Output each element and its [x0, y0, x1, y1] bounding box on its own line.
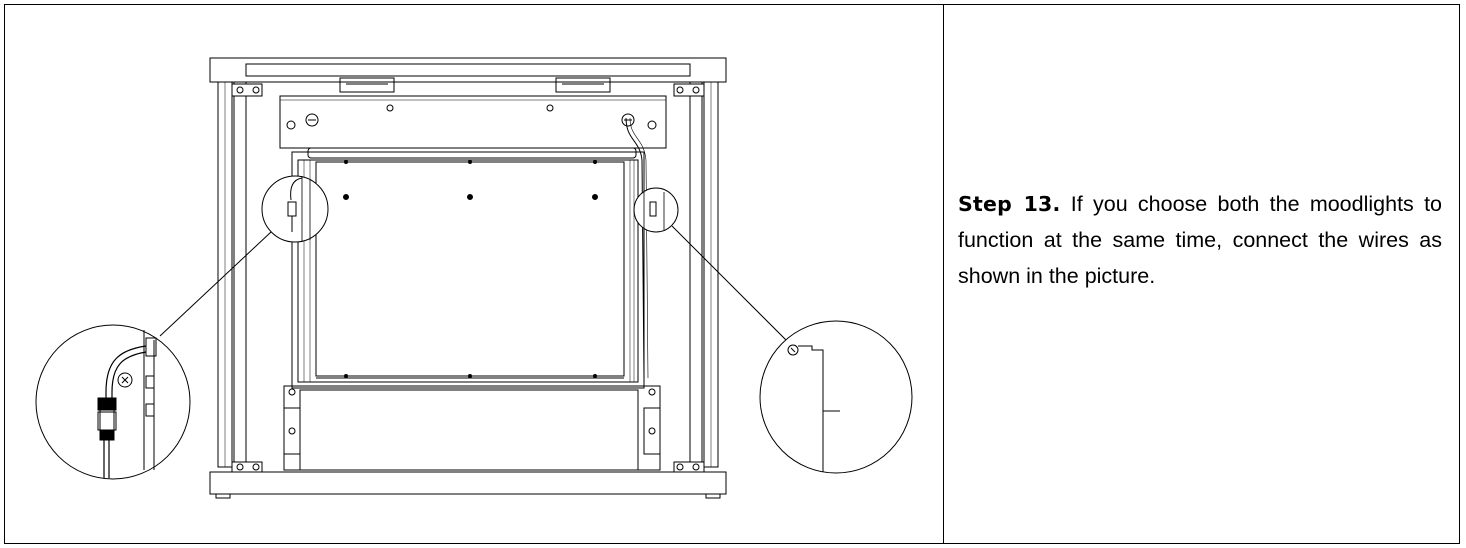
- right-side-post: [673, 81, 719, 473]
- step-instruction: Step 13. If you choose both the moodligh…: [958, 186, 1442, 294]
- left-callout-circle: [261, 175, 329, 243]
- instruction-table: [4, 4, 1460, 544]
- firebox-top-rail: [307, 147, 637, 159]
- right-callout-circle: [633, 187, 679, 233]
- bottom-panel: [209, 471, 727, 499]
- left-detail-zoom: [35, 324, 191, 480]
- right-leader-line: [671, 225, 799, 353]
- top-brackets: [339, 77, 611, 93]
- lower-drawer: [283, 385, 661, 471]
- assembly-illustration: [5, 5, 942, 543]
- column-divider: [943, 4, 944, 544]
- upper-back-panel: [279, 95, 667, 149]
- top-panel: [209, 57, 727, 83]
- cabinet-diagram: [35, 57, 913, 499]
- step-label: Step 13.: [958, 192, 1061, 216]
- left-side-post: [217, 81, 263, 473]
- right-detail-zoom: [759, 320, 913, 474]
- left-leader-line: [159, 231, 272, 337]
- firebox-unit: [291, 151, 645, 389]
- right-wire: [625, 117, 645, 379]
- step-text: If you choose both the moodlights to fun…: [958, 192, 1442, 288]
